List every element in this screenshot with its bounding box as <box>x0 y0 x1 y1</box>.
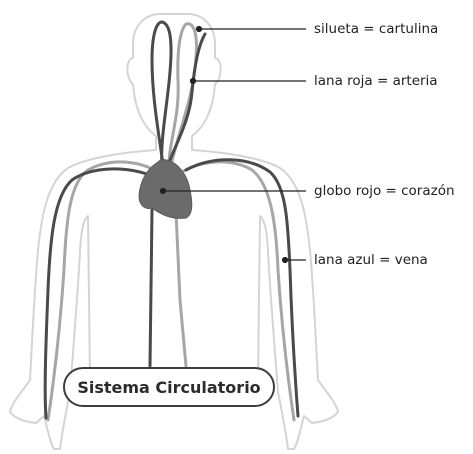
heart-balloon <box>139 160 192 219</box>
diagram-title: Sistema Circulatorio <box>77 378 260 397</box>
leader-lines <box>161 27 307 263</box>
label-heart: globo rojo = corazón <box>314 183 455 199</box>
label-vein: lana azul = vena <box>314 252 428 268</box>
leader-heart-dot <box>161 189 166 194</box>
artery-trunk <box>150 210 152 366</box>
vein-trunk <box>176 212 186 366</box>
artery-right-head <box>170 34 205 160</box>
leader-vein-dot <box>283 258 288 263</box>
label-artery: lana roja = arteria <box>314 73 438 89</box>
leader-artery-dot <box>191 79 196 84</box>
label-silhouette: silueta = cartulina <box>314 21 438 37</box>
leader-silhouette-dot <box>197 27 202 32</box>
